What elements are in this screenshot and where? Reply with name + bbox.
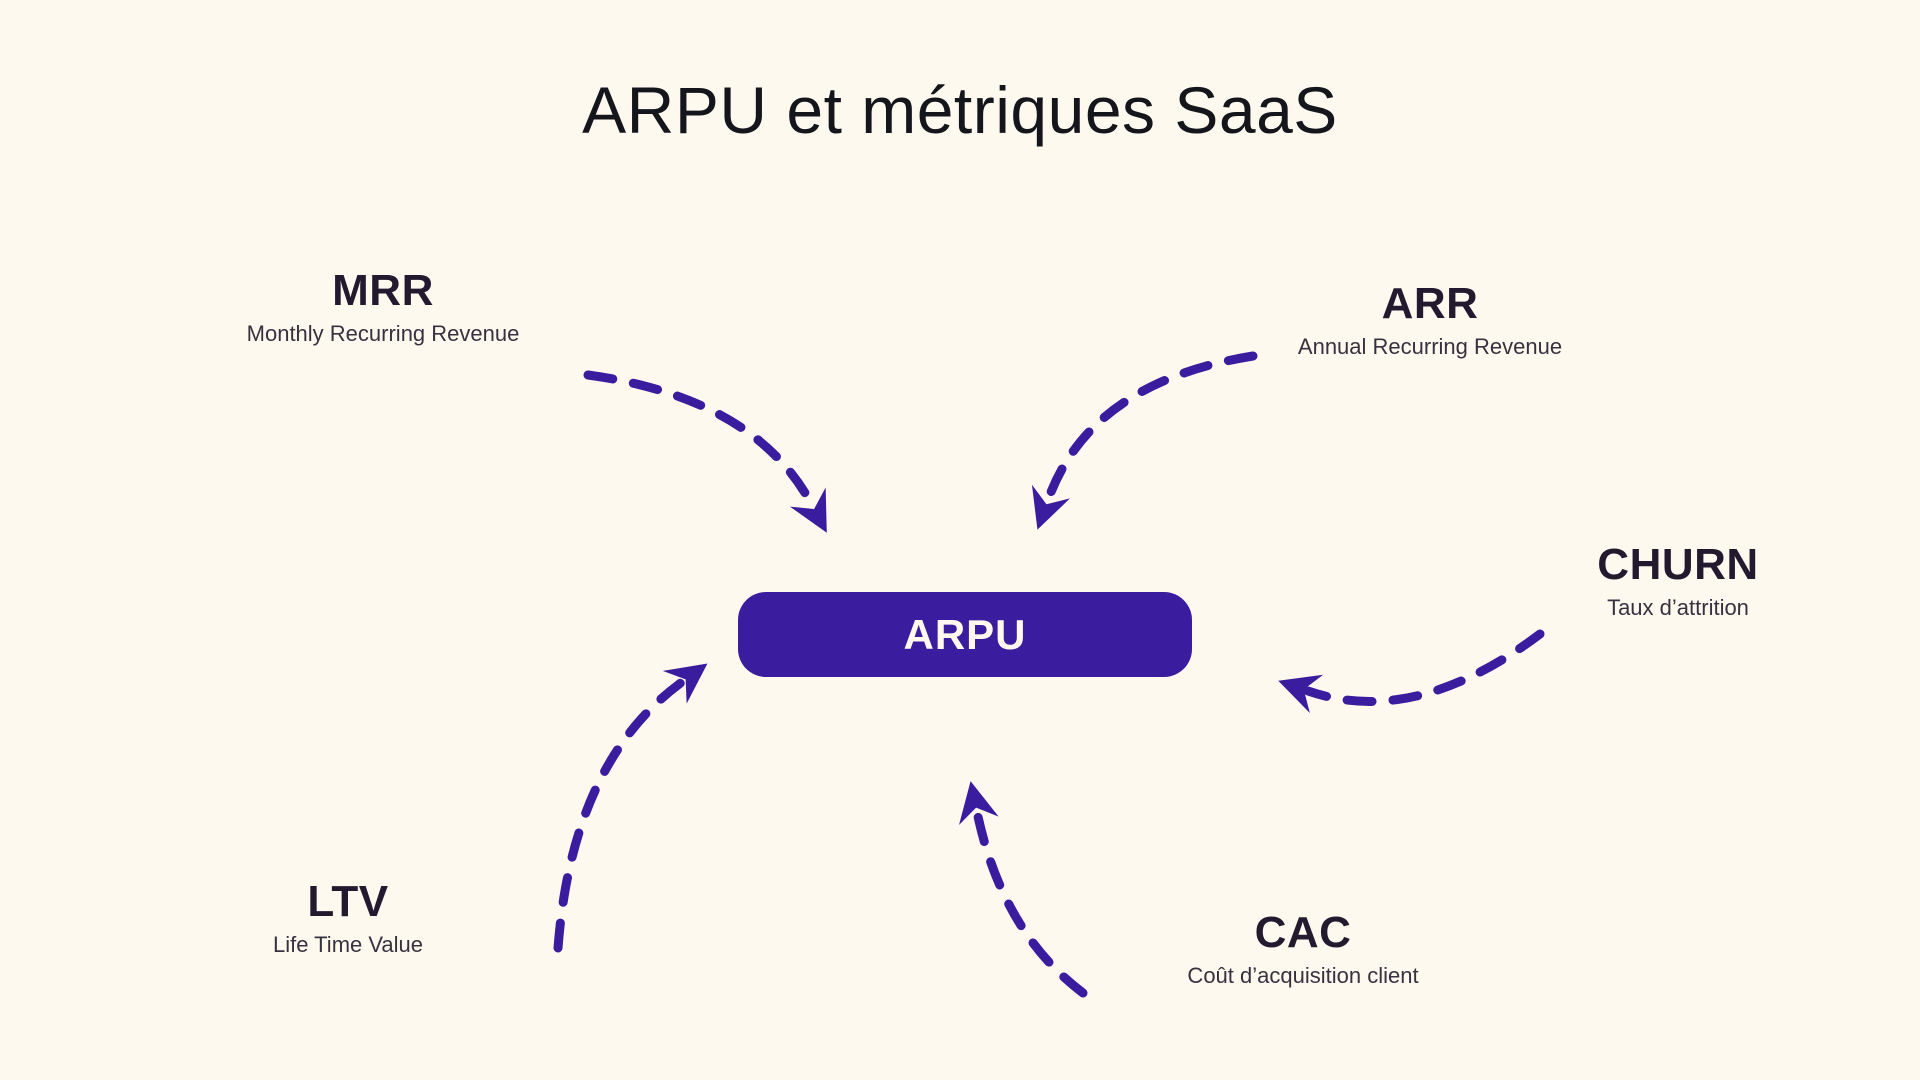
metric-name-cac: Coût d’acquisition client [1187,963,1419,988]
metric-name-arr: Annual Recurring Revenue [1297,334,1563,359]
metric-abbr-cac: CAC [1254,908,1352,957]
metric-abbr-mrr: MRR [332,266,434,315]
arrow-mrr-to-arpu [583,370,827,533]
metric-node-churn: CHURN Taux d’attrition [1597,540,1758,622]
metric-name-ltv: Life Time Value [272,932,424,957]
metric-node-arr: ARR Annual Recurring Revenue [1298,279,1562,361]
metric-abbr-churn: CHURN [1597,540,1759,589]
arrow-ltv-to-arpu [553,663,708,953]
arpu-center-node: ARPU [738,592,1192,677]
metric-name-churn: Taux d’attrition [1607,595,1749,620]
metric-abbr-ltv: LTV [307,877,389,926]
arrow-churn-to-arpu [1278,629,1545,714]
metric-node-mrr: MRR Monthly Recurring Revenue [247,266,520,348]
metric-name-mrr: Monthly Recurring Revenue [246,321,520,346]
metric-abbr-arr: ARR [1381,279,1479,328]
metric-node-ltv: LTV Life Time Value [273,877,423,959]
diagram-title: ARPU et métriques SaaS [582,73,1338,147]
arpu-center-label: ARPU [903,610,1027,658]
arrow-cac-to-arpu [959,781,1088,998]
arrow-arr-to-arpu [1031,351,1258,530]
metric-node-cac: CAC Coût d’acquisition client [1187,908,1418,990]
